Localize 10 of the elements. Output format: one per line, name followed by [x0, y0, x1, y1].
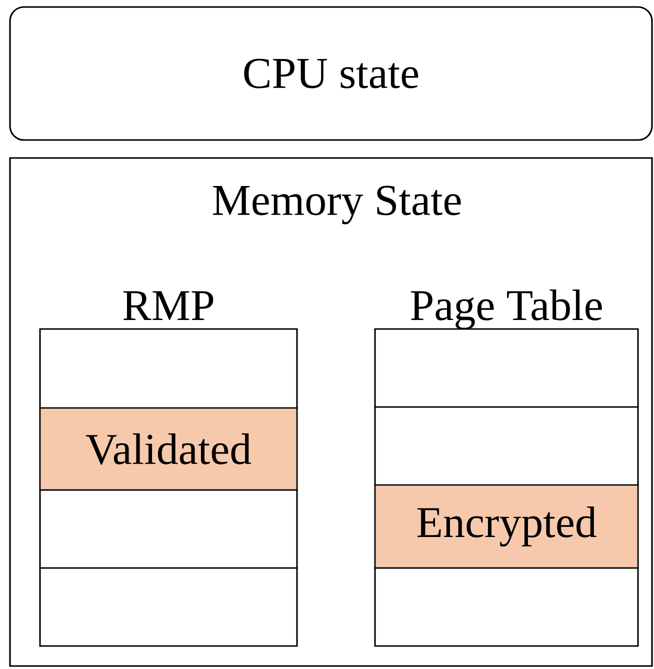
section-heading: Memory State [213, 186, 461, 224]
table-heading: RMP [123, 291, 214, 320]
table-heading: Page Table [410, 289, 602, 330]
table-cell [39, 489, 298, 569]
state-box: CPU state [9, 6, 653, 141]
table-cell [374, 567, 639, 647]
table-cell [39, 567, 298, 647]
table-cell [374, 328, 639, 408]
highlighted-cell: Encrypted [374, 484, 639, 569]
highlighted-cell: Validated [39, 407, 298, 491]
